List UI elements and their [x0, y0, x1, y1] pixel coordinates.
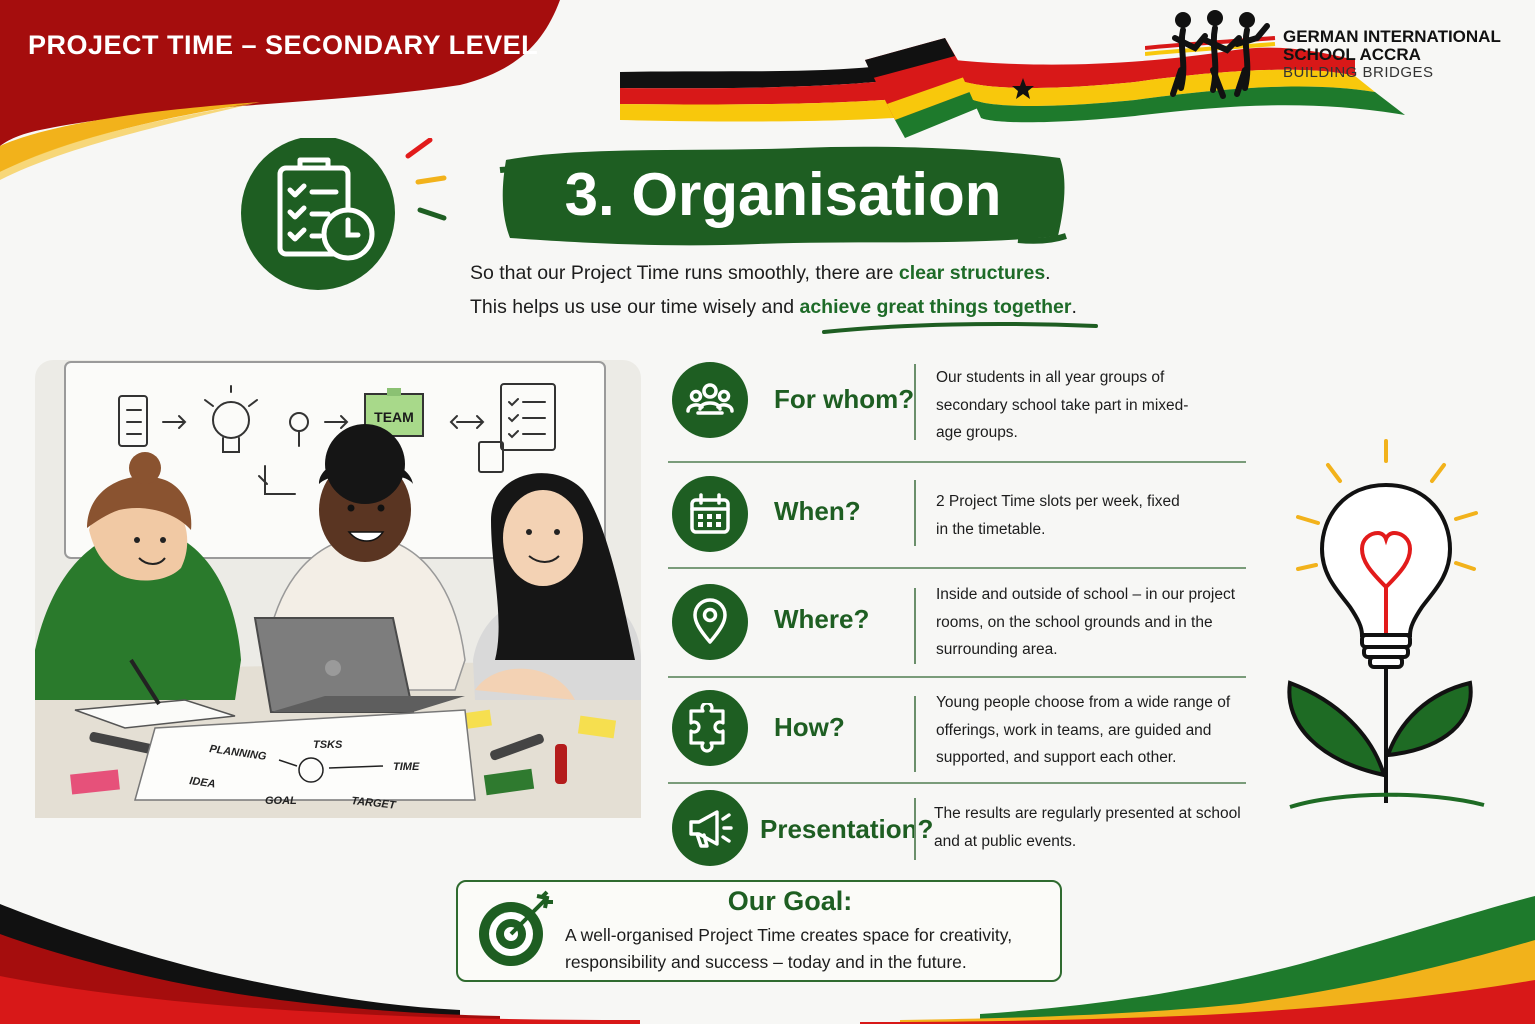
goal-title: Our Goal:	[727, 886, 853, 916]
banner-title: PROJECT TIME – SECONDARY LEVEL	[28, 30, 539, 60]
row-separator	[914, 798, 916, 860]
megaphone-icon	[672, 790, 748, 866]
dancing-figures-logo	[1145, 10, 1276, 99]
flag-ribbon	[620, 38, 1405, 138]
goal-text: A well-organised Project Time creates sp…	[565, 925, 1013, 972]
students-illustration: TEAM PLANNING TSKS TIME IDEA GOAL TARGET	[35, 360, 641, 818]
row-separator	[914, 588, 916, 664]
puzzle-icon	[672, 690, 748, 766]
row-label-for-whom: For whom?	[774, 384, 915, 414]
target-icon	[479, 890, 553, 966]
lightbulb-plant-icon	[1287, 439, 1485, 809]
paper-word-tasks: TSKS	[313, 739, 343, 751]
intro-line1: So that our Project Time runs smoothly, …	[470, 262, 1051, 284]
row-desc-presentation: The results are regularly presented at s…	[934, 805, 1241, 850]
info-row-when: When? 2 Project Time slots per week, fix…	[668, 474, 1248, 562]
top-banner	[0, 0, 560, 180]
clipboard-clock-icon	[241, 138, 447, 290]
intro-text: So that our Project Time runs smoothly, …	[470, 256, 1170, 324]
info-row-where: Where? Inside and outside of school – in…	[668, 580, 1248, 668]
intro-highlight-1: clear structures	[898, 262, 1046, 284]
info-row-how: How? Young people choose from a wide ran…	[668, 688, 1248, 778]
row-label-where: Where?	[774, 604, 870, 634]
info-row-presentation: Presentation? The results are regularly …	[668, 790, 1248, 866]
row-desc-when: 2 Project Time slots per week, fixed in …	[936, 493, 1180, 538]
row-desc-how: Young people choose from a wide range of…	[936, 694, 1231, 766]
school-name-line2: SCHOOL ACCRA	[1283, 45, 1421, 64]
location-pin-icon	[672, 584, 748, 660]
paper-word-time: TIME	[393, 761, 420, 773]
row-divider	[668, 461, 1246, 463]
paper-word-target: TARGET	[351, 795, 398, 812]
group-icon	[672, 362, 748, 438]
row-label-presentation: Presentation?	[760, 814, 934, 844]
goal-box	[456, 880, 1062, 982]
row-separator	[914, 696, 916, 772]
row-separator	[914, 364, 916, 440]
team-note-text: TEAM	[374, 409, 414, 425]
row-divider	[668, 676, 1246, 678]
calendar-icon	[672, 476, 748, 552]
row-desc-where: Inside and outside of school – in our pr…	[936, 586, 1235, 658]
paper-word-idea: IDEA	[189, 775, 217, 791]
intro-line2: This helps us use our time wisely and ac…	[470, 296, 1077, 318]
bottom-brush-strokes	[0, 896, 1535, 1024]
info-row-for-whom: For whom? Our students in all year group…	[668, 360, 1248, 448]
row-label-how: How?	[774, 712, 845, 742]
paper-word-goal: GOAL	[265, 795, 297, 807]
school-name: GERMAN INTERNATIONAL SCHOOL ACCRA BUILDI…	[1283, 28, 1501, 82]
school-name-line1: GERMAN INTERNATIONAL	[1283, 27, 1501, 46]
intro-underline	[822, 322, 1098, 334]
row-divider	[668, 782, 1246, 784]
page-title: 3. Organisation	[564, 161, 1002, 228]
row-divider	[668, 567, 1246, 569]
intro-highlight-2: achieve great things together	[799, 296, 1072, 318]
row-separator	[914, 480, 916, 546]
title-brush-banner	[499, 146, 1067, 246]
school-motto: BUILDING BRIDGES	[1283, 64, 1434, 81]
row-desc-for-whom: Our students in all year groups of secon…	[936, 369, 1189, 441]
row-label-when: When?	[774, 496, 861, 526]
